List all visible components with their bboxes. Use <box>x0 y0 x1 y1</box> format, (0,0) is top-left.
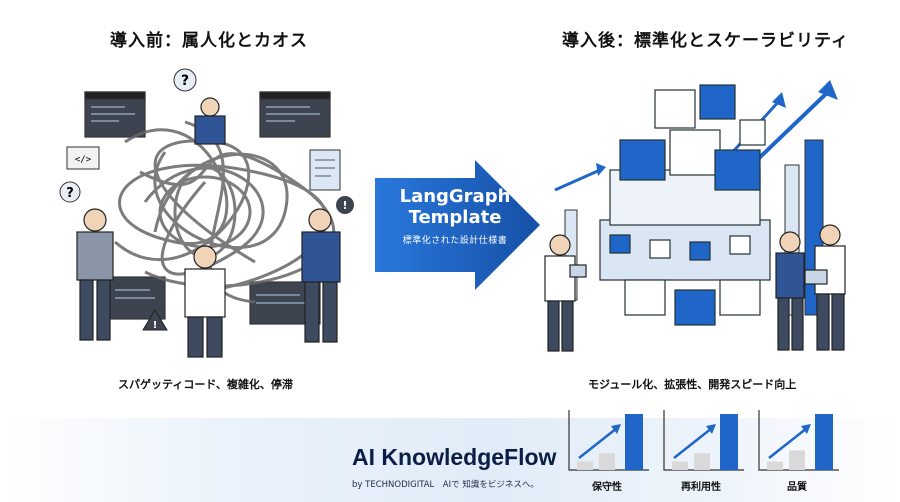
metric-bar <box>599 453 615 470</box>
woman-with-tablet <box>775 231 805 351</box>
after-modular-illustration <box>544 80 846 352</box>
svg-text:!: ! <box>153 320 158 331</box>
svg-text:?: ? <box>181 73 189 89</box>
tangled-wires <box>114 120 336 304</box>
metric-bar <box>767 461 783 470</box>
brand-byline: by TECHNODIGITAL AIで 知識をビジネスへ。 <box>352 480 539 490</box>
metric-bar <box>577 461 593 470</box>
metric-trend-arrow <box>673 427 713 459</box>
svg-text:!: ! <box>342 199 347 212</box>
metric-label-reusability: 再利用性 <box>681 482 721 493</box>
confused-person <box>76 208 114 341</box>
metric-axis <box>758 410 839 471</box>
question-mark-icon: ? <box>59 181 81 203</box>
question-mark-icon: ? <box>173 68 197 92</box>
stressed-person <box>184 245 226 358</box>
metric-label-quality: 品質 <box>787 482 807 493</box>
metric-label-maintainability: 保守性 <box>592 482 622 493</box>
before-title: 導入前：属人化とカオス <box>110 31 308 51</box>
metric-bar <box>720 414 738 470</box>
alert-icon: ! <box>336 196 354 214</box>
module-blocks <box>599 84 771 326</box>
metric-bar <box>694 453 710 470</box>
metric-bar <box>672 461 688 470</box>
after-title: 導入後：標準化とスケーラビリティ <box>562 31 849 51</box>
metric-trend-arrowhead <box>706 424 716 434</box>
metric-bar <box>625 414 643 470</box>
code-window-icon <box>84 91 146 138</box>
code-window-icon <box>259 91 331 138</box>
transition-arrow <box>375 160 540 290</box>
document-icon <box>309 149 341 191</box>
metric-trend-arrowhead <box>801 424 811 434</box>
metric-charts <box>568 410 839 471</box>
metric-trend-arrow <box>768 427 808 459</box>
metric-axis <box>568 410 649 471</box>
code-tag-icon: </> <box>66 146 100 170</box>
presenting-person <box>544 234 587 352</box>
after-caption: モジュール化、拡張性、開発スピード向上 <box>588 378 797 391</box>
warning-icon: ! <box>142 309 168 331</box>
transition-title-line1: LangGraph <box>399 186 511 207</box>
before-chaos-illustration: </> ? ? ! <box>59 68 354 358</box>
transition-subtitle: 標準化された設計仕様書 <box>402 236 508 246</box>
man-with-laptop <box>804 224 846 351</box>
svg-text:</>: </> <box>75 155 92 165</box>
metric-bar <box>815 414 833 470</box>
brand-band <box>0 418 900 502</box>
transition-label: LangGraph Template 標準化された設計仕様書 <box>380 186 530 246</box>
metric-axis <box>663 410 744 471</box>
thinking-person <box>194 97 226 145</box>
transition-title-line2: Template <box>408 207 502 228</box>
brand-name: AI KnowledgeFlow <box>352 444 557 470</box>
metric-trend-arrowhead <box>611 424 621 434</box>
metric-trend-arrow <box>578 427 618 459</box>
pointing-person <box>301 208 341 343</box>
svg-text:?: ? <box>66 186 74 201</box>
metric-bar <box>789 450 805 470</box>
before-caption: スパゲッティコード、複雑化、停滞 <box>118 378 293 391</box>
